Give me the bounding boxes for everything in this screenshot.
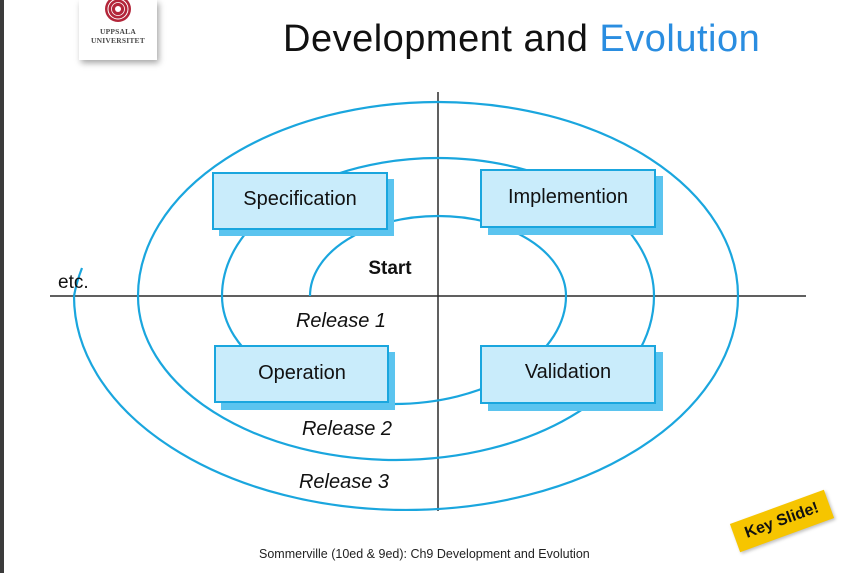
release-2-label: Release 2 — [302, 418, 392, 440]
logo-line-2: UNIVERSITET — [91, 36, 145, 45]
specification-box: Specification — [212, 172, 394, 236]
university-logo: UPPSALA UNIVERSITET — [79, 0, 157, 60]
slide-left-edge — [0, 0, 4, 573]
validation-box: Validation — [480, 345, 663, 411]
spiral-arc-continuation — [72, 267, 84, 297]
title-main: Development and — [283, 18, 600, 60]
logo-line-1: UPPSALA — [100, 27, 136, 36]
implementation-label: Implemention — [508, 186, 628, 208]
start-label: Start — [368, 258, 412, 279]
implementation-box: Implemention — [480, 169, 663, 235]
release-1-label: Release 1 — [296, 310, 386, 332]
release-3-label: Release 3 — [299, 471, 389, 493]
title-accent: Evolution — [599, 18, 761, 60]
page-title: Development and Evolution — [283, 18, 760, 61]
etc-label: etc. — [58, 272, 89, 293]
validation-label: Validation — [525, 361, 611, 383]
specification-label: Specification — [243, 188, 356, 210]
spiral-arc-release-3-bottom — [72, 295, 740, 511]
university-seal-icon — [105, 0, 131, 22]
logo-text: UPPSALA UNIVERSITET — [79, 27, 157, 45]
spiral-arc-release-3-top — [136, 100, 740, 297]
spiral-arc-release-1-top — [308, 214, 568, 297]
operation-label: Operation — [258, 362, 346, 384]
operation-box: Operation — [214, 345, 395, 410]
footer-citation: Sommerville (10ed & 9ed): Ch9 Developmen… — [259, 547, 590, 561]
